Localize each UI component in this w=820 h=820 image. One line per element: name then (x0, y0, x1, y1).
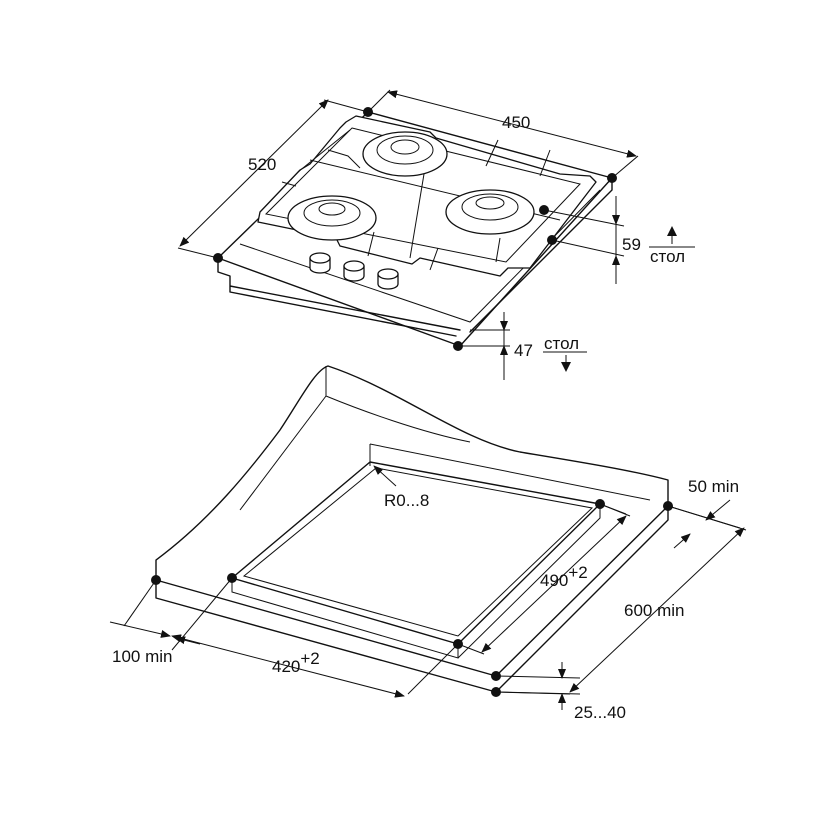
burner-right (445, 189, 535, 235)
hob-drawing (213, 107, 617, 351)
knob-3 (377, 268, 399, 290)
worktop-depth-label: 600 min (624, 601, 684, 620)
dim-hob-builtin: 47 стол (460, 312, 587, 380)
hob-height-label: 59 (622, 235, 641, 254)
cutout-depth-label: 490 (540, 571, 568, 590)
dim-worktop-depth: 600 min (495, 505, 747, 695)
hob-builtin-ref-label: стол (544, 334, 579, 353)
dim-hob-depth: 520 (177, 99, 369, 259)
dim-cutout-width: 420+2 (171, 634, 459, 698)
hob-width-label: 450 (502, 113, 530, 132)
cutout-width-label: 420 (272, 657, 300, 676)
back-clearance-label: 50 min (688, 477, 739, 496)
worktop-thickness-label: 25...40 (574, 703, 626, 722)
burner-front-left (287, 195, 377, 241)
dim-hob-height: 59 стол (543, 196, 695, 284)
hob-height-ref-label: стол (650, 247, 685, 266)
dim-side-clearance: 100 min (109, 577, 233, 666)
cutout-depth-tolerance: +2 (568, 563, 587, 582)
knob-2 (343, 260, 365, 282)
svg-text:490+2: 490+2 (540, 563, 588, 590)
knob-1 (309, 252, 331, 274)
side-clearance-label: 100 min (112, 647, 172, 666)
cutout-width-tolerance: +2 (300, 649, 319, 668)
corner-radius-label: R0...8 (384, 491, 429, 510)
burner-back-left (362, 131, 448, 177)
dim-hob-width: 450 (367, 89, 639, 179)
worktop-outline (155, 365, 669, 677)
worktop-drawing (151, 365, 673, 697)
dim-corner-radius: R0...8 (373, 465, 429, 510)
control-knobs (309, 252, 399, 290)
svg-text:420+2: 420+2 (272, 649, 320, 676)
hob-depth-label: 520 (248, 155, 276, 174)
hob-builtin-label: 47 (514, 341, 533, 360)
dim-worktop-thickness: 25...40 (495, 662, 626, 722)
hob-front-face (217, 257, 461, 337)
